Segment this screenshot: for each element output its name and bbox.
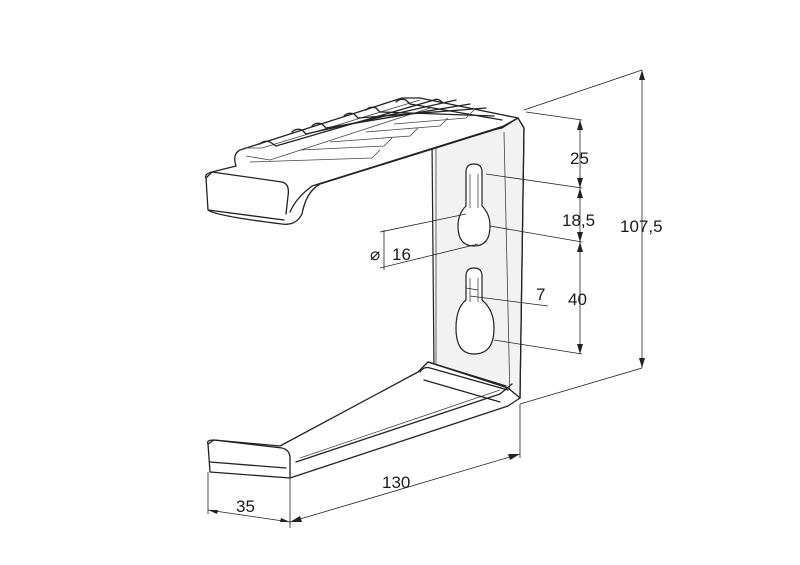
dim-depth: 130 <box>289 404 521 528</box>
top-arm-body <box>205 97 519 225</box>
dim-total-height-label: 107,5 <box>620 217 663 236</box>
bottom-lip <box>206 439 291 479</box>
dim-top-segment-label: 25 <box>570 149 589 168</box>
top-arm-front <box>289 125 505 213</box>
bottom-rib <box>419 361 509 403</box>
dim-slot-stack: 25 18,5 40 <box>485 111 595 355</box>
bottom-arm <box>206 361 521 479</box>
ribs <box>244 98 503 163</box>
bottom-arm-body <box>207 361 521 479</box>
bottom-tray-inner <box>299 389 501 459</box>
plate-top-edge <box>517 117 525 129</box>
back-plate <box>431 117 525 405</box>
dim-diameter-symbol: ⌀ <box>370 245 380 264</box>
dim-lip-label: 35 <box>236 497 255 516</box>
dim-lower-pitch-label: 40 <box>568 290 587 309</box>
keyhole-lower <box>455 267 495 355</box>
back-plate-face <box>431 117 525 405</box>
top-lip <box>204 171 290 215</box>
dim-depth-label: 130 <box>382 473 410 492</box>
bottom-tray-edge <box>295 383 513 463</box>
dim-lip: 35 <box>207 472 291 523</box>
dim-total-height: 107,5 <box>519 69 663 405</box>
dim-slot-width: 7 <box>465 285 549 307</box>
dim-slot-pitch-label: 18,5 <box>562 211 595 230</box>
dim-hole-diameter-label: 16 <box>392 245 411 264</box>
dim-slot-width-label: 7 <box>536 285 545 304</box>
top-lip-edge <box>207 209 285 221</box>
plate-back-edge <box>519 127 525 399</box>
top-arm <box>204 97 519 225</box>
dim-hole-diameter: ⌀ 16 <box>370 213 479 270</box>
bottom-lip-edge <box>209 461 287 469</box>
